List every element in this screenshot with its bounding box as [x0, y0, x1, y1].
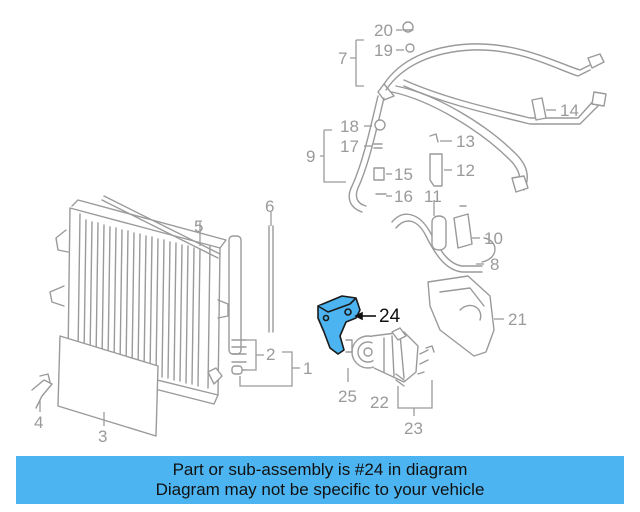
- condenser-assembly: [49, 199, 229, 405]
- callout-7: 7: [338, 49, 347, 68]
- callout-10: 10: [484, 229, 503, 248]
- compressor-part: [345, 327, 435, 416]
- mount-bracket-part: [31, 373, 53, 412]
- info-banner: Part or sub-assembly is #24 in diagram D…: [16, 456, 624, 504]
- callout-5: 5: [194, 217, 203, 236]
- receiver-drier-part: [228, 235, 293, 387]
- callout-11: 11: [424, 187, 442, 206]
- callout-3: 3: [98, 427, 107, 446]
- callout-2: 2: [266, 345, 275, 364]
- callout-13: 13: [456, 132, 475, 151]
- front-panel-part: [57, 335, 159, 437]
- callout-19: 19: [374, 41, 393, 60]
- ac-hoses: [348, 43, 607, 273]
- callout-15: 15: [394, 165, 413, 184]
- callout-22: 22: [370, 393, 389, 412]
- callout-23: 23: [404, 419, 423, 438]
- callout-9: 9: [306, 147, 315, 166]
- seal-strip-part: [101, 195, 221, 259]
- banner-line-1: Part or sub-assembly is #24 in diagram: [172, 460, 468, 479]
- callout-8: 8: [490, 255, 499, 274]
- hose-fittings: [373, 21, 547, 251]
- callout-14: 14: [560, 101, 579, 120]
- callout-20: 20: [374, 21, 393, 40]
- callout-leaders: [320, 29, 556, 320]
- callout-numbers: 1 2 3 4 5 6 7 8 9 10 11 12 13 14 15 16 1…: [34, 21, 579, 446]
- callout-17: 17: [340, 137, 359, 156]
- highlighted-part-24: [317, 295, 376, 355]
- side-rod-part: [268, 212, 274, 333]
- callout-24: 24: [379, 306, 401, 327]
- callout-21: 21: [508, 310, 527, 329]
- callout-16: 16: [394, 187, 413, 206]
- callout-4: 4: [34, 413, 43, 432]
- callout-6: 6: [265, 197, 274, 216]
- callout-1: 1: [303, 359, 312, 378]
- callout-25: 25: [338, 387, 357, 406]
- callout-12: 12: [456, 161, 475, 180]
- heat-shield-part: [427, 275, 495, 357]
- banner-line-2: Diagram may not be specific to your vehi…: [155, 480, 485, 499]
- callout-18: 18: [340, 117, 359, 136]
